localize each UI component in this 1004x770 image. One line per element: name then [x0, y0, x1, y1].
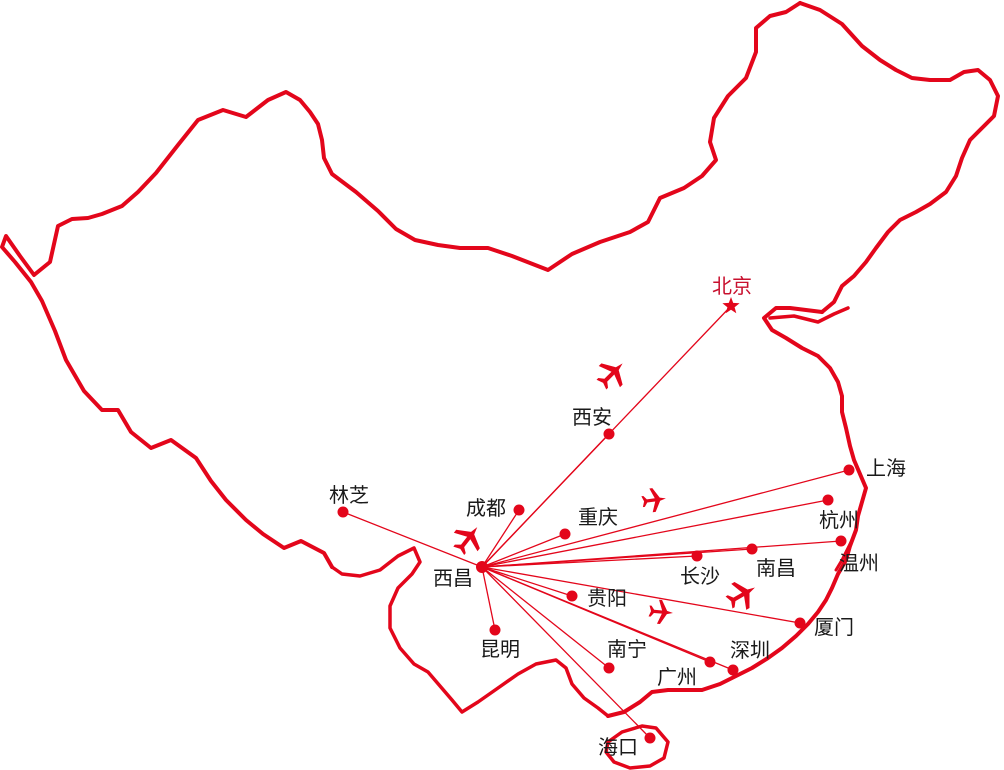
city-label-chongqing: 重庆 — [578, 505, 618, 529]
city-marker-chengdu — [513, 504, 525, 516]
city-marker-guiyang — [566, 590, 578, 602]
city-label-linzhi: 林芝 — [329, 483, 369, 507]
border-segment — [604, 724, 670, 770]
border-segment — [798, 1, 1000, 314]
city-label-shanghai: 上海 — [866, 456, 906, 480]
city-marker-hangzhou — [822, 494, 834, 506]
city-marker-nanchang — [746, 543, 758, 555]
city-label-beijing: 北京 — [712, 274, 752, 298]
city-marker-changsha — [691, 550, 703, 562]
city-marker-linzhi — [337, 506, 349, 518]
route-line-linzhi — [342, 511, 483, 568]
airplane-icon — [647, 598, 675, 626]
route-line-hangzhou — [481, 499, 829, 568]
city-label-chengdu: 成都 — [466, 496, 506, 520]
star-icon — [722, 297, 740, 314]
city-marker-xian — [603, 428, 615, 440]
city-marker-chongqing — [559, 528, 571, 540]
border-segment — [0, 1, 802, 569]
city-marker-kunming — [489, 624, 501, 636]
airplane-icon — [590, 352, 634, 396]
city-label-shenzhen: 深圳 — [730, 638, 770, 662]
route-line-haikou — [481, 566, 651, 739]
airplane-icon — [640, 486, 668, 514]
route-line-xiamen — [481, 566, 801, 624]
airplane-icon — [446, 517, 490, 561]
hub-marker-xichang — [476, 561, 488, 573]
border-segment — [606, 306, 868, 718]
route-line-shenzhen — [481, 566, 734, 671]
city-label-kunming: 昆明 — [480, 637, 520, 661]
city-label-nanchang: 南昌 — [756, 556, 796, 580]
airplane-icon — [721, 574, 763, 616]
city-label-guiyang: 贵阳 — [587, 586, 627, 610]
border-segment — [768, 306, 850, 324]
city-label-nanning: 南宁 — [607, 637, 647, 661]
city-label-xian: 西安 — [572, 405, 612, 429]
route-line-xian — [481, 433, 610, 568]
route-line-wenzhou — [481, 540, 842, 568]
route-line-guiyang — [481, 566, 573, 597]
city-label-guangzhou: 广州 — [657, 665, 697, 689]
city-label-changsha: 长沙 — [680, 564, 720, 588]
route-line-nanning — [481, 566, 610, 669]
city-label-xichang: 西昌 — [433, 566, 473, 590]
city-marker-shanghai — [843, 464, 855, 476]
route-line-shanghai — [481, 469, 850, 568]
border-segment — [330, 546, 610, 718]
city-marker-nanning — [603, 662, 615, 674]
city-label-xiamen: 厦门 — [814, 615, 854, 639]
route-line-chongqing — [481, 533, 566, 568]
border-segment — [834, 538, 854, 572]
city-markers — [337, 297, 855, 744]
city-marker-xiamen — [794, 617, 806, 629]
route-lines — [342, 305, 850, 739]
city-marker-shenzhen — [727, 664, 739, 676]
route-line-kunming — [481, 566, 496, 631]
city-label-hangzhou: 杭州 — [819, 508, 859, 532]
city-label-wenzhou: 温州 — [839, 551, 879, 575]
city-marker-haikou — [644, 732, 656, 744]
city-marker-wenzhou — [835, 535, 847, 547]
city-label-haikou: 海口 — [598, 735, 638, 759]
city-marker-guangzhou — [704, 656, 716, 668]
route-line-chengdu — [481, 509, 520, 568]
